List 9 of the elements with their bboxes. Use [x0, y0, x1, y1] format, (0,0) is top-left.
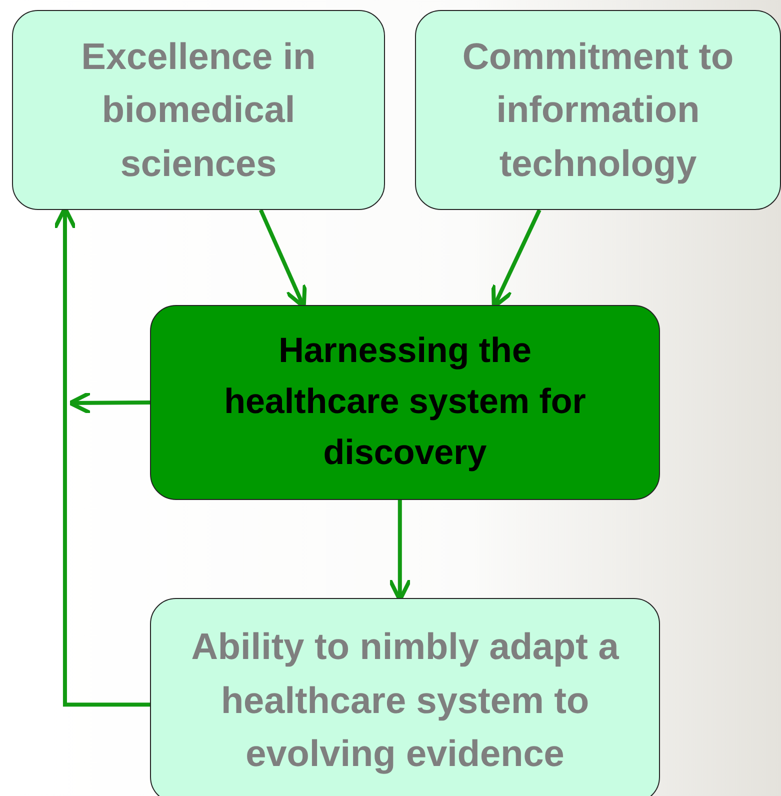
- process-box: [150, 305, 660, 500]
- process-box: [12, 10, 385, 210]
- box-label: Commitment to information technology: [461, 34, 735, 186]
- box-label: Ability to nimbly adapt a healthcare system to evolving evidence: [190, 625, 620, 776]
- process-box: [415, 10, 781, 210]
- process-box: [150, 598, 660, 796]
- box-label: Excellence in biomedical sciences: [80, 34, 317, 186]
- arrow: [68, 390, 150, 415]
- box-label: Harnessing the healthcare system for discovery: [223, 330, 587, 474]
